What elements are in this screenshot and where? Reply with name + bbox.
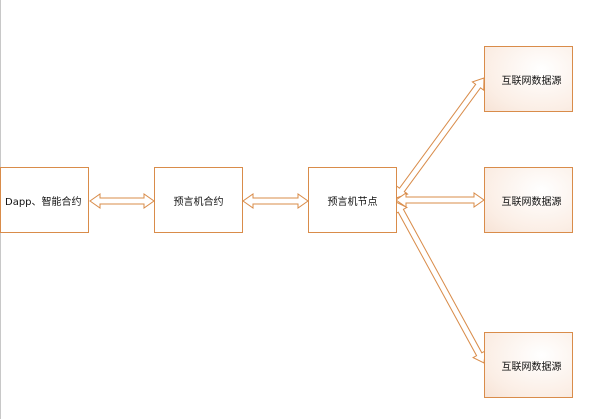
node-dapp-label: Dapp、智能合约 xyxy=(5,196,82,208)
arrow-oracle-node-to-datasource-middle xyxy=(395,192,485,208)
double-arrow-shape xyxy=(242,193,309,209)
node-datasource-top: 互联网数据源 xyxy=(484,46,573,112)
double-arrow-shape xyxy=(395,77,485,199)
arrow-dapp-to-oracle-contract xyxy=(89,193,155,209)
double-arrow-shape xyxy=(89,193,155,209)
arrow-oracle-node-to-datasource-top xyxy=(395,77,485,199)
node-datasource-middle: 互联网数据源 xyxy=(484,167,573,233)
arrow-oracle-node-to-datasource-bottom xyxy=(394,201,486,364)
node-oracle-contract: 预言机合约 xyxy=(154,167,243,233)
node-oracle-node: 预言机节点 xyxy=(308,167,397,233)
node-datasource-middle-label: 互联网数据源 xyxy=(501,196,562,208)
arrow-oracle-contract-to-oracle-node xyxy=(242,193,309,209)
double-arrow-shape xyxy=(395,192,485,208)
node-datasource-bottom-label: 互联网数据源 xyxy=(501,361,562,373)
node-oracle-node-label: 预言机节点 xyxy=(327,196,378,208)
node-dapp: Dapp、智能合约 xyxy=(0,167,89,233)
node-datasource-bottom: 互联网数据源 xyxy=(484,332,573,398)
double-arrow-shape xyxy=(394,201,486,364)
node-oracle-contract-label: 预言机合约 xyxy=(173,196,224,208)
node-datasource-top-label: 互联网数据源 xyxy=(501,75,562,87)
